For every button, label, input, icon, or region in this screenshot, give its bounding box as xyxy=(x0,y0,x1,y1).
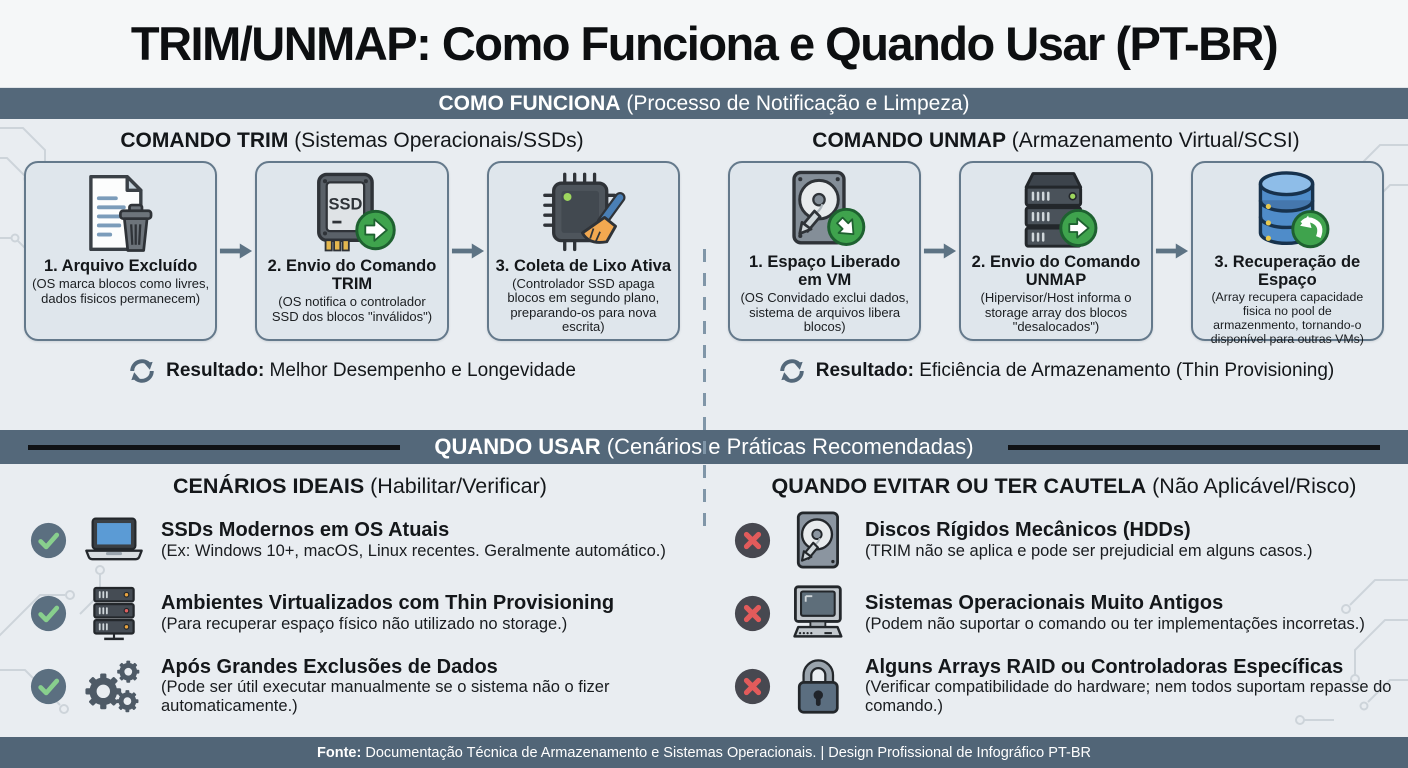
result-text: Resultado: Melhor Desempenho e Longevida… xyxy=(166,360,576,381)
trim-step-card-3: 3. Coleta de Lixo Ativa (Controlador SSD… xyxy=(486,161,680,341)
x-circle-icon xyxy=(734,595,771,631)
trim-steps: 1. Arquivo Excluído (OS marca blocos com… xyxy=(0,153,704,341)
use-item-desc: (Pode ser útil executar manualmente se o… xyxy=(161,678,610,716)
trim-step-card-2: SSD 2. Envio do Comando TRIM (OS notific… xyxy=(255,161,449,341)
step-title: 3. Recuperação de Espaço xyxy=(1214,253,1361,290)
x-circle-icon xyxy=(734,522,771,558)
step-desc: (Hipervisor/Host informa o storage array… xyxy=(980,290,1132,335)
document-trash-icon xyxy=(75,169,166,257)
use-item-modern-ssds: SSDs Modernos em OS Atuais (Ex: Windows … xyxy=(30,509,690,571)
flow-arrow-icon xyxy=(449,161,487,341)
step-desc: (Controlador SSD apaga blocos em segundo… xyxy=(507,275,660,335)
ideal-scenarios-header: CENÁRIOS IDEAIS (Habilitar/Verificar) xyxy=(173,474,547,498)
result-text: Resultado: Eficiência de Armazenamento (… xyxy=(815,360,1335,381)
use-item-title: Ambientes Virtualizados com Thin Provisi… xyxy=(161,592,615,615)
unmap-column: COMANDO UNMAP (Armazenamento Virtual/SCS… xyxy=(704,119,1408,430)
flow-arrow-icon xyxy=(1153,161,1191,341)
old-computer-icon xyxy=(785,584,851,642)
use-item-desc: (Ex: Windows 10+, macOS, Linux recentes.… xyxy=(161,541,666,560)
step-title: 2. Envio do Comando UNMAP xyxy=(971,253,1141,290)
footer-source: Fonte: Documentação Técnica de Armazenam… xyxy=(317,744,1091,761)
band-title: QUANDO USAR (Cenários e Práticas Recomen… xyxy=(434,434,974,459)
step-desc: (Array recupera capacidade fisica no poo… xyxy=(1210,290,1364,346)
svg-text:SSD: SSD xyxy=(329,196,363,214)
refresh-icon xyxy=(130,359,154,383)
unmap-step-card-1: 1. Espaço Liberado em VM (OS Convidado e… xyxy=(728,161,922,341)
band-rule-right xyxy=(1007,444,1380,450)
step-desc: (OS marca blocos como livres, dados fisi… xyxy=(32,276,210,306)
avoid-caution-header: QUANDO EVITAR OU TER CAUTELA (Não Aplicá… xyxy=(771,474,1357,498)
unmap-step-card-2: 2. Envio do Comando UNMAP (Hipervisor/Ho… xyxy=(959,161,1153,341)
ideal-scenarios-column: CENÁRIOS IDEAIS (Habilitar/Verificar) SS… xyxy=(0,464,704,737)
step-title: 3. Coleta de Lixo Ativa xyxy=(495,256,672,275)
step-title: 2. Envio do Comando TRIM xyxy=(267,257,437,294)
use-item-title: Alguns Arrays RAID ou Controladoras Espe… xyxy=(865,655,1344,678)
band-title: COMO FUNCIONA (Processo de Notificação e… xyxy=(438,91,970,115)
avoid-item-old-os: Sistemas Operacionais Muito Antigos (Pod… xyxy=(734,582,1394,644)
use-item-desc: (TRIM não se aplica e pode ser prejudici… xyxy=(865,541,1313,560)
step-desc: (OS Convidado exclui dados, sistema de a… xyxy=(740,290,909,335)
unmap-result: Resultado: Eficiência de Armazenamento (… xyxy=(704,357,1408,385)
flow-arrow-icon xyxy=(217,161,255,341)
server-send-icon xyxy=(1008,169,1103,253)
unmap-steps: 1. Espaço Liberado em VM (OS Convidado e… xyxy=(704,153,1408,345)
use-item-desc: (Podem não suportar o comando ou ter imp… xyxy=(865,614,1365,633)
chip-broom-icon xyxy=(536,169,631,257)
use-item-title: SSDs Modernos em OS Atuais xyxy=(161,519,450,542)
trim-result: Resultado: Melhor Desempenho e Longevida… xyxy=(0,357,704,385)
unmap-step-card-3: 3. Recuperação de Espaço (Array recupera… xyxy=(1190,161,1384,345)
step-title: 1. Arquivo Excluído xyxy=(43,257,198,275)
band-rule-left xyxy=(28,444,401,450)
database-reclaim-icon xyxy=(1240,169,1335,253)
server-rack-icon xyxy=(81,584,147,642)
footer: Fonte: Documentação Técnica de Armazenam… xyxy=(0,737,1408,768)
column-divider xyxy=(703,249,706,537)
unmap-column-header: COMANDO UNMAP (Armazenamento Virtual/SCS… xyxy=(812,129,1300,152)
quando-usar-section: CENÁRIOS IDEAIS (Habilitar/Verificar) SS… xyxy=(0,464,1408,737)
use-item-desc: (Para recuperar espaço físico não utiliz… xyxy=(161,614,568,633)
padlock-icon xyxy=(785,657,851,715)
use-item-title: Sistemas Operacionais Muito Antigos xyxy=(865,592,1224,615)
trim-column-header: COMANDO TRIM (Sistemas Operacionais/SSDs… xyxy=(120,129,584,152)
avoid-caution-column: QUANDO EVITAR OU TER CAUTELA (Não Aplicá… xyxy=(704,464,1408,737)
step-title: 1. Espaço Liberado em VM xyxy=(749,253,901,290)
hdd-release-icon xyxy=(777,169,872,253)
title-bar: TRIM/UNMAP: Como Funciona e Quando Usar … xyxy=(0,0,1408,88)
gears-icon xyxy=(81,657,147,715)
x-circle-icon xyxy=(734,668,771,704)
check-circle-icon xyxy=(30,595,67,631)
como-funciona-section: COMANDO TRIM (Sistemas Operacionais/SSDs… xyxy=(0,119,1408,537)
check-circle-icon xyxy=(30,522,67,558)
laptop-icon xyxy=(81,511,147,569)
use-item-desc: (Verificar compatibilidade do hardware; … xyxy=(865,678,1392,716)
use-item-virtualized: Ambientes Virtualizados com Thin Provisi… xyxy=(30,582,690,644)
hdd-icon xyxy=(785,511,851,569)
como-funciona-band: COMO FUNCIONA (Processo de Notificação e… xyxy=(0,88,1408,119)
check-circle-icon xyxy=(30,668,67,704)
refresh-icon xyxy=(779,359,804,383)
avoid-item-raid-arrays: Alguns Arrays RAID ou Controladoras Espe… xyxy=(734,655,1394,717)
flow-arrow-icon xyxy=(921,161,959,341)
use-item-title: Discos Rígidos Mecânicos (HDDs) xyxy=(865,519,1191,542)
trim-column: COMANDO TRIM (Sistemas Operacionais/SSDs… xyxy=(0,119,704,430)
use-item-large-deletions: Após Grandes Exclusões de Dados (Pode se… xyxy=(30,655,690,717)
use-item-title: Após Grandes Exclusões de Dados xyxy=(161,655,498,678)
trim-step-card-1: 1. Arquivo Excluído (OS marca blocos com… xyxy=(24,161,218,341)
ssd-send-icon: SSD xyxy=(304,169,399,257)
avoid-item-hdds: Discos Rígidos Mecânicos (HDDs) (TRIM nã… xyxy=(734,509,1394,571)
step-desc: (OS notifica o controlador SSD dos bloco… xyxy=(271,294,433,324)
page-title: TRIM/UNMAP: Como Funciona e Quando Usar … xyxy=(130,17,1279,70)
